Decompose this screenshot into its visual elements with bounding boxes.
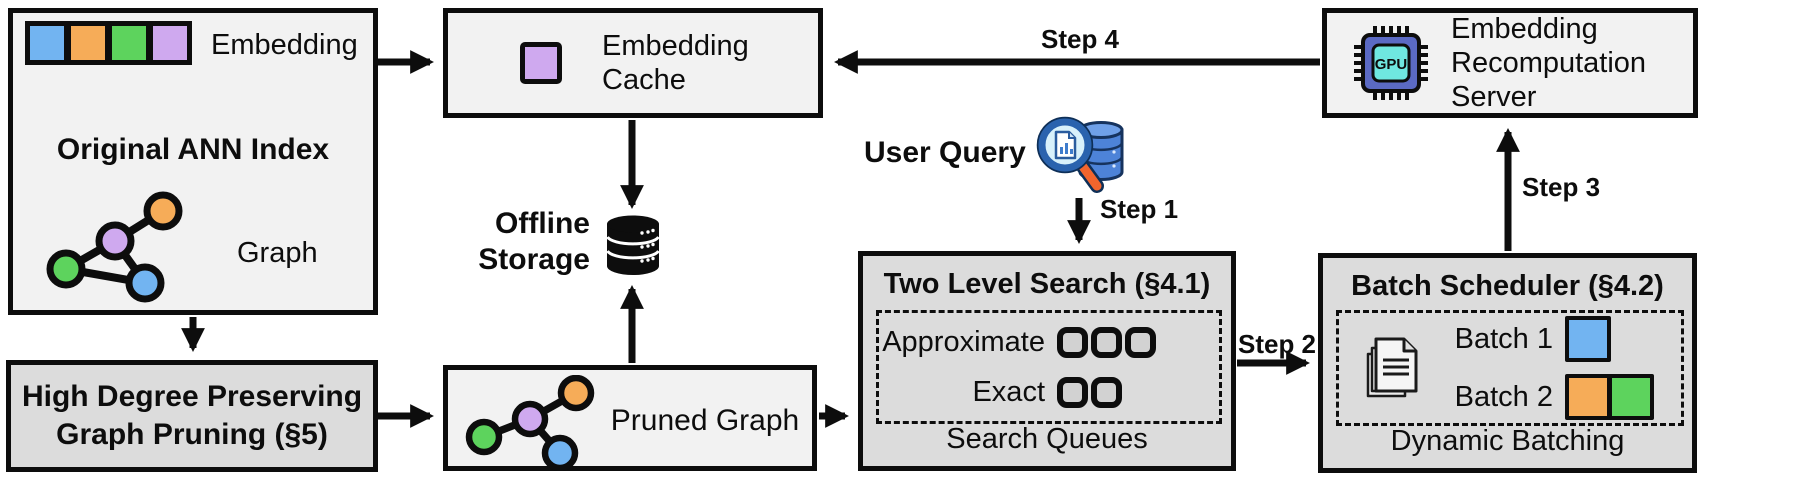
approximate-queue-slots (1057, 326, 1156, 358)
batch2-item-orange (1569, 378, 1607, 416)
graph-label: Graph (237, 237, 318, 269)
cached-embedding-icon (520, 42, 562, 84)
batch1-items (1565, 316, 1611, 362)
offline-storage-label: Offline Storage (478, 207, 590, 276)
embedding-cell-green (112, 26, 146, 60)
step4-label: Step 4 (1040, 24, 1120, 54)
exact-queue-row: Exact (882, 376, 1209, 409)
batch1-item-blue (1569, 320, 1607, 358)
embedding-cell-purple (153, 26, 187, 60)
graph-pruning-box: High Degree Preserving Graph Pruning (§5… (6, 360, 378, 472)
search-queues-caption: Search Queues (946, 423, 1148, 455)
pruned-graph-label: Pruned Graph (610, 404, 800, 437)
batch2-items (1565, 374, 1654, 420)
gpu-chip-icon: GPU (1354, 26, 1428, 100)
gpu-chip-label: GPU (1375, 56, 1408, 73)
original-ann-index-title: Original ANN Index (56, 133, 330, 166)
embedding-label: Embedding (211, 29, 358, 61)
search-queues-panel: Approximate Exact (876, 310, 1222, 424)
batch2-item-green (1612, 378, 1650, 416)
queue-slot (1125, 326, 1156, 358)
exact-label: Exact (972, 375, 1045, 408)
recomputation-server-title: Embedding Recomputation Server (1451, 13, 1647, 113)
two-level-search-title: Two Level Search (§4.1) (883, 268, 1211, 300)
batch-scheduler-title: Batch Scheduler (§4.2) (1351, 270, 1664, 302)
embedding-vector-icon (25, 21, 192, 65)
two-level-search-box: Two Level Search (§4.1) Approximate Exac… (858, 251, 1236, 471)
original-ann-index-box: Embedding Original ANN Index Graph (8, 8, 378, 315)
original-graph-icon (46, 191, 183, 303)
recomputation-server-box: GPU Embedding Recomputation Server (1322, 8, 1698, 118)
embedding-cell-orange (71, 26, 105, 60)
approximate-queue-row: Approximate (882, 326, 1209, 359)
step1-label: Step 1 (1100, 194, 1179, 224)
dynamic-batching-caption: Dynamic Batching (1390, 425, 1625, 457)
queue-slot (1057, 326, 1088, 358)
queue-slot (1057, 376, 1088, 408)
step3-label: Step 3 (1522, 172, 1601, 202)
magnifier-icon (1036, 116, 1104, 193)
embedding-cell-blue (30, 26, 64, 60)
exact-queue-slots (1057, 376, 1122, 408)
step2-label: Step 2 (1237, 329, 1317, 359)
database-icon (606, 215, 660, 275)
dynamic-batching-panel: Batch 1 Batch 2 (1336, 310, 1684, 426)
embedding-cache-box: Embedding Cache (443, 8, 823, 118)
pruned-graph-icon (465, 375, 595, 471)
pruned-graph-box: Pruned Graph (443, 365, 817, 471)
queue-slot (1091, 376, 1122, 408)
documents-icon (1366, 337, 1418, 398)
embedding-cache-title: Embedding Cache (602, 30, 749, 96)
query-search-icon (1036, 116, 1124, 193)
batch1-label: Batch 1 (1454, 322, 1553, 355)
batch2-label: Batch 2 (1454, 380, 1553, 413)
batch-rows: Batch 1 Batch 2 (1419, 316, 1681, 420)
query-document-icon (1054, 130, 1077, 160)
batch1-row: Batch 1 (1419, 316, 1681, 362)
user-query-label: User Query (864, 136, 1026, 169)
approximate-label: Approximate (882, 325, 1045, 358)
graph-pruning-title: High Degree Preserving Graph Pruning (§5… (21, 380, 363, 451)
queue-slot (1091, 326, 1122, 358)
batch2-row: Batch 2 (1419, 374, 1681, 420)
batch-scheduler-box: Batch Scheduler (§4.2) Batch 1 (1318, 253, 1697, 473)
